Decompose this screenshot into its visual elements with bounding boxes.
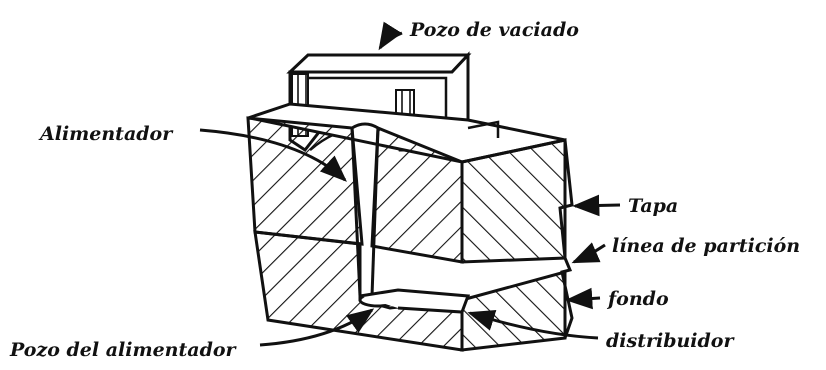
- label-pozo-del-alimentador: Pozo del alimentador: [9, 339, 238, 361]
- label-pozo-de-vaciado: Pozo de vaciado: [409, 19, 579, 41]
- leader-lines: [199, 21, 621, 347]
- label-tapa: Tapa: [628, 195, 678, 217]
- label-fondo: fondo: [606, 288, 669, 310]
- label-distribuidor: distribuidor: [606, 330, 735, 352]
- cope-section: [246, 116, 574, 264]
- label-linea-de-particion: línea de partición: [612, 235, 800, 257]
- runner-and-well: [358, 288, 471, 314]
- label-alimentador: Alimentador: [38, 123, 174, 145]
